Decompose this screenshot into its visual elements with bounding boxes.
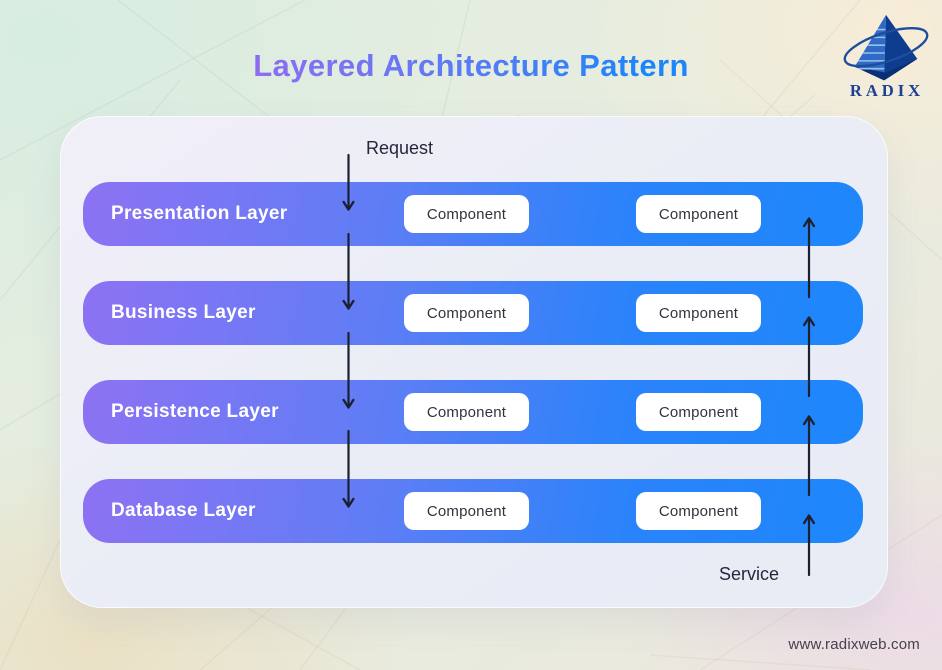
component-box: Component xyxy=(636,492,761,530)
page-title: Layered Architecture Pattern xyxy=(253,48,689,83)
layer-label: Business Layer xyxy=(111,302,256,323)
layer-bar-database: Database Layer Component Component xyxy=(83,479,863,543)
layer-bar-business: Business Layer Component Component xyxy=(83,281,863,345)
radix-logo-text: RADIX xyxy=(850,81,924,100)
radix-logo: RADIX xyxy=(843,14,929,100)
component-box: Component xyxy=(636,195,761,233)
component-box: Component xyxy=(636,294,761,332)
pyramid-icon xyxy=(843,14,929,81)
layer-bar-presentation: Presentation Layer Component Component xyxy=(83,182,863,246)
component-box: Component xyxy=(404,195,529,233)
layer-bar-persistence: Persistence Layer Component Component xyxy=(83,380,863,444)
component-box: Component xyxy=(404,492,529,530)
layer-label: Presentation Layer xyxy=(111,203,288,224)
request-flow-label: Request xyxy=(366,138,434,158)
service-flow-label: Service xyxy=(719,564,780,584)
component-box: Component xyxy=(404,393,529,431)
header: Layered Architecture Pattern xyxy=(0,48,942,84)
layer-label: Persistence Layer xyxy=(111,401,279,422)
component-box: Component xyxy=(404,294,529,332)
diagram-card: Presentation Layer Component Component B… xyxy=(60,116,888,608)
component-box: Component xyxy=(636,393,761,431)
website-link: www.radixweb.com xyxy=(788,636,920,653)
layer-label: Database Layer xyxy=(111,500,256,521)
